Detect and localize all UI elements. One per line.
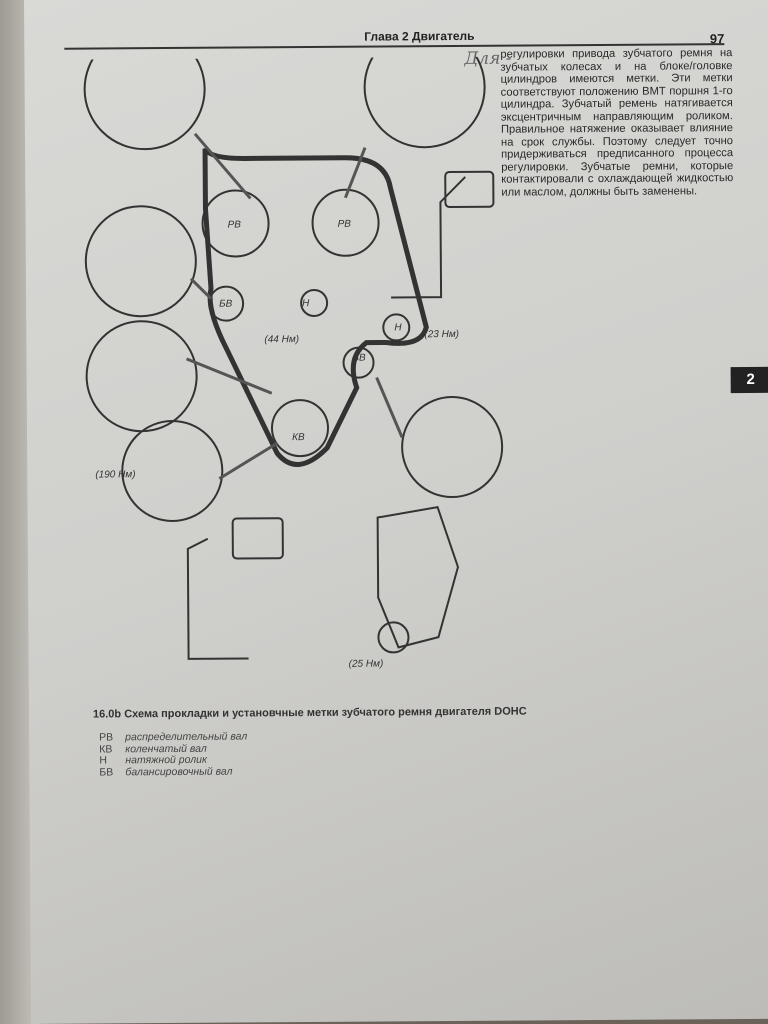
piston-lower	[231, 517, 284, 560]
balancer-pulley-1	[208, 285, 245, 322]
figure-caption: 16.0b Схема прокладки и установчные метк…	[92, 705, 527, 721]
label-tens2: Н	[394, 322, 402, 333]
detail-circle-cam1	[83, 56, 206, 151]
label-torque25: (25 Нм)	[349, 659, 384, 670]
label-torque44: (44 Нм)	[264, 334, 299, 345]
label-bal2: БВ	[352, 353, 366, 364]
balancer-pulley-2	[342, 346, 375, 379]
crank-pulley	[270, 399, 329, 458]
timing-belt-diagram: РВ РВ БВ Н Н (44 Нм) (23 Нм) БВ КВ (190 …	[83, 56, 504, 670]
chapter-title: Глава 2 Двигатель	[364, 28, 475, 44]
piston-upper	[444, 170, 495, 209]
crank-gear-190	[121, 419, 224, 522]
detail-circle-crank	[85, 320, 198, 433]
label-torque190: (190 Нм)	[95, 469, 135, 480]
detail-circle-bal	[84, 205, 197, 318]
timing-belt	[202, 147, 429, 467]
tensioner-2	[382, 313, 411, 342]
label-torque23: (23 Нм)	[424, 329, 459, 340]
dial-gauge-upper	[391, 176, 466, 299]
label-cam1: РВ	[228, 219, 242, 230]
dial-gauge-lower	[186, 537, 249, 660]
tensioner-1	[300, 288, 329, 317]
detail-circle-cam2	[363, 56, 486, 149]
engine-cover	[376, 505, 460, 649]
detail-circle-bal2	[401, 396, 504, 499]
cam-pulley-2	[311, 188, 380, 257]
body-text: регулировки привода зубчатого ремня на з…	[500, 47, 734, 199]
cam-pulley-1	[201, 189, 270, 258]
book-page: Глава 2 Двигатель 97 Для - регулировки п…	[24, 0, 768, 1024]
label-cam2: РВ	[338, 219, 352, 230]
chapter-tab: 2	[730, 366, 768, 394]
label-tens1: Н	[302, 298, 310, 309]
label-crank: КВ	[292, 432, 305, 443]
cover-gear	[377, 621, 410, 654]
page-number: 97	[709, 31, 725, 47]
label-bal1: БВ	[219, 299, 233, 310]
page-header: Глава 2 Двигатель 97	[64, 29, 724, 50]
